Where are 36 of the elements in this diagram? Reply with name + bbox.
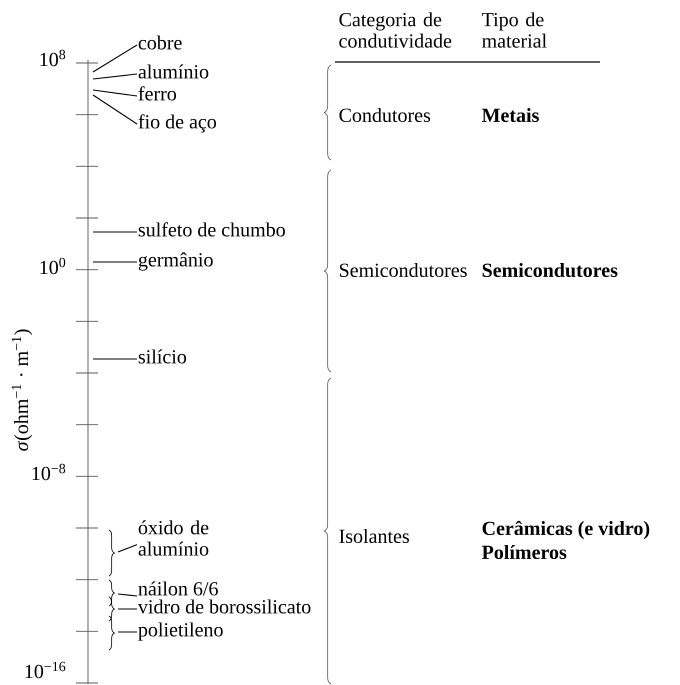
leader-line	[93, 231, 137, 233]
tick-label: 10$^{−16}$	[26, 662, 66, 678]
column-header: Tipo de material	[482, 12, 547, 48]
material-name: óxido de alumínio	[138, 520, 208, 556]
material-name: vidro de borossilicato	[138, 599, 310, 614]
material-name: náilon 6/6	[138, 581, 218, 596]
leader-line	[93, 358, 137, 360]
material-label: Semicondutores	[482, 262, 618, 278]
leader-line	[92, 44, 138, 72]
material-label: Cerâmicas (e vidro)	[482, 520, 650, 540]
leader-line	[92, 73, 138, 80]
leader-line	[93, 261, 137, 263]
leader-line	[118, 608, 137, 610]
material-name: germânio	[138, 252, 213, 271]
leader-line	[118, 631, 137, 633]
column-header: Categoria de condutividade	[339, 12, 452, 48]
category-label: Semicondutores	[340, 262, 467, 278]
material-name: sulfeto de chumbo	[138, 222, 285, 237]
material-name: alumínio	[138, 64, 208, 79]
leader-line	[92, 94, 138, 124]
leader-line	[118, 544, 138, 552]
tick-label: 10$^{−8}$	[32, 464, 66, 480]
material-name: polietileno	[138, 622, 223, 641]
leader-line	[92, 89, 138, 97]
material-label: Metais	[482, 108, 539, 122]
material-name: silício	[138, 349, 186, 364]
material-name: cobre	[138, 35, 182, 50]
axis-label: σ(ohm$^{−1}$ · m$^{−1}$)	[12, 330, 32, 451]
material-name: ferro	[138, 86, 176, 101]
material-label: Polímeros	[482, 544, 566, 560]
tick-label: 10$^{8}$	[40, 50, 66, 66]
tick-label: 10$^{0}$	[40, 258, 66, 274]
category-label: Isolantes	[339, 528, 409, 544]
material-name: fio de aço	[138, 114, 216, 133]
leader-line	[118, 593, 138, 597]
category-label: Condutores	[339, 108, 430, 122]
